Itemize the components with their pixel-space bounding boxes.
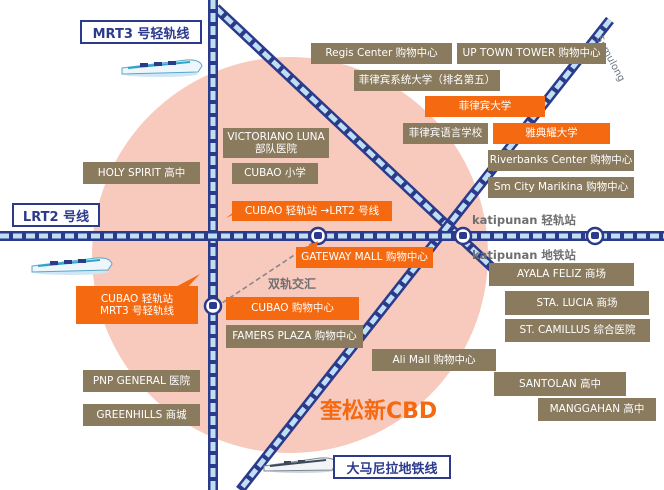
place-phil-university: 菲律宾大学	[425, 96, 545, 117]
place-greenhills: GREENHILLS 商城	[83, 404, 200, 426]
lrt2-line-title: LRT2 号线	[12, 203, 100, 227]
place-cubao-primary: CUBAO 小学	[232, 163, 318, 184]
train-icon-mrt3	[121, 59, 203, 77]
katipunan-lrt-station-label: katipunan 轻轨站	[472, 213, 576, 227]
cbd-title: 奎松新CBD	[320, 399, 438, 424]
callout-cubao-mrt3: CUBAO 轻轨站 MRT3 号轻轨线	[76, 286, 198, 324]
place-victoriano-luna-line1: VICTORIANO LUNA	[227, 130, 325, 143]
callout-cubao-mrt3-line2: MRT3 号轻轨线	[99, 305, 175, 317]
place-phil-language-school: 菲律宾语言学校	[403, 123, 488, 144]
place-phil-system-university: 菲律宾系统大学（排名第五）	[354, 70, 500, 91]
katipunan-metro-station-label: katipunan 地铁站	[472, 248, 576, 262]
station-cubao-lrt2	[308, 226, 328, 246]
place-victoriano-luna: VICTORIANO LUNA 部队医院	[223, 128, 329, 158]
place-sm-marikina: Sm City Marikina 购物中心	[488, 177, 634, 198]
station-east	[585, 226, 605, 246]
place-regis-center: Regis Center 购物中心	[311, 43, 452, 64]
place-holy-spirit: HOLY SPIRIT 高中	[83, 162, 200, 184]
callout-cubao-lrt2: CUBAO 轻轨站 →LRT2 号线	[232, 201, 392, 221]
place-ali-mall: Ali Mall 购物中心	[372, 349, 496, 371]
place-st-camillus: ST. CAMILLUS 综合医院	[505, 319, 650, 342]
place-ateneo-university: 雅典耀大学	[493, 123, 610, 144]
place-cubao-mall: CUBAO 购物中心	[226, 297, 359, 320]
station-katipunan	[453, 226, 473, 246]
station-cubao-mrt3	[203, 296, 223, 316]
place-pnp-general: PNP GENERAL 医院	[83, 370, 200, 392]
diagonal-rail-outer	[212, 4, 504, 279]
place-manggahan: MANGGAHAN 高中	[538, 398, 656, 421]
train-icon-dmnl	[263, 457, 337, 473]
place-riverbanks-center: Riverbanks Center 购物中心	[488, 150, 634, 171]
place-ayala-feliz: AYALA FELIZ 商场	[489, 263, 634, 286]
mrt3-line-title: MRT3 号轻轨线	[80, 20, 202, 44]
place-uptown-tower: UP TOWN TOWER 购物中心	[457, 43, 606, 64]
train-icon-lrt2	[31, 257, 113, 275]
interchange-label: 双轨交汇	[268, 277, 317, 291]
place-gateway-mall: GATEWAY MALL 购物中心	[296, 247, 433, 268]
place-sta-lucia: STA. LUCIA 商场	[505, 291, 649, 315]
place-famers-plaza: FAMERS PLAZA 购物中心	[226, 325, 363, 348]
place-victoriano-luna-line2: 部队医院	[255, 143, 297, 155]
callout-cubao-mrt3-line1: CUBAO 轻轨站	[100, 292, 174, 305]
place-santolan: SANTOLAN 高中	[494, 372, 626, 396]
dmnl-line-title: 大马尼拉地铁线	[333, 455, 451, 479]
